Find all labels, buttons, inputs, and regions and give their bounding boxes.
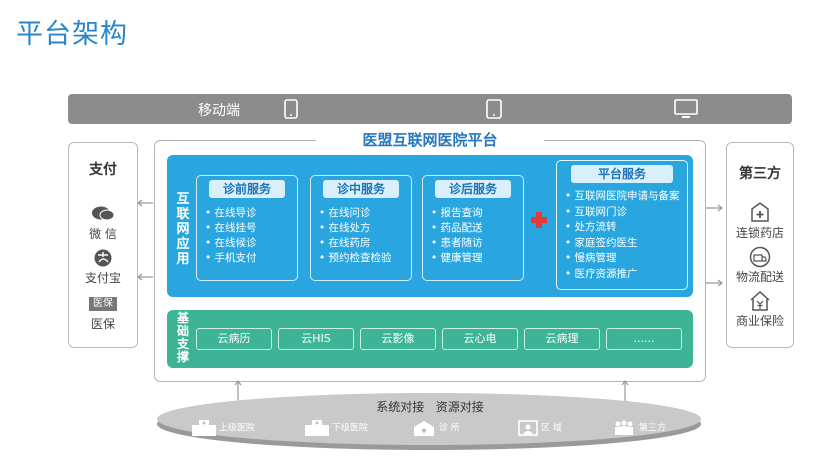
list-item: 在线导诊 [205, 206, 257, 221]
list-item: 互联网医院申请与备案 [565, 189, 680, 205]
mobile-label: 移动端 [198, 103, 240, 119]
payment-title: 支付 [89, 162, 117, 178]
wechat-label: 微 信 [89, 227, 117, 241]
card-platform-services: 平台服务 互联网医院申请与备案 互联网门诊 处方流转 家庭签约医生 慢病管理 医… [556, 160, 688, 290]
base-item: 云影像 [360, 328, 436, 350]
medical-insurance-icon: 医保 [89, 297, 117, 311]
base-support-panel [167, 310, 693, 368]
base-item: 云心电 [442, 328, 518, 350]
bottom-item-label: 诊 所 [438, 423, 460, 434]
list-item: 健康管理 [431, 251, 483, 266]
hospital-icon [305, 420, 329, 436]
monitor-icon [674, 99, 698, 118]
bottom-item-label: 下级医院 [331, 423, 368, 434]
list-item: 处方流转 [565, 220, 680, 236]
page-title: 平台架构 [16, 19, 128, 50]
card-list: 互联网医院申请与备案 互联网门诊 处方流转 家庭签约医生 慢病管理 医疗资源推广 [565, 189, 680, 282]
card-list: 在线导诊 在线挂号 在线候诊 手机支付 [205, 206, 257, 266]
base-vertical-label: 基础支撑 [176, 311, 189, 364]
card-in-diagnosis: 诊中服务 在线问诊 在线处方 在线药房 预约检查检验 [310, 175, 412, 281]
card-pre-diagnosis: 诊前服务 在线导诊 在线挂号 在线候诊 手机支付 [196, 175, 298, 281]
third-party-panel: 第三方 连锁药店 物流配送 商业保险 [726, 142, 794, 348]
hospital-icon [192, 420, 216, 436]
third-party-item: 第三方 [612, 420, 666, 436]
list-item: 患者随访 [431, 236, 483, 251]
card-title: 平台服务 [571, 165, 673, 183]
bottom-item-label: 区 域 [540, 423, 562, 434]
list-item: 在线候诊 [205, 236, 257, 251]
list-item: 家庭签约医生 [565, 236, 680, 252]
people-icon [615, 420, 633, 435]
list-item: 慢病管理 [565, 251, 680, 267]
higher-hospital-item: 上级医院 [192, 420, 255, 436]
list-item: 在线药房 [319, 236, 392, 251]
wechat-icon [92, 206, 115, 221]
card-title: 诊中服务 [323, 180, 399, 198]
integration-disc [157, 393, 701, 450]
right-arrow-icon [705, 204, 723, 212]
card-title: 诊后服务 [435, 180, 511, 198]
base-item: ...... [606, 328, 682, 350]
clinic-item: 诊 所 [412, 420, 460, 436]
integration-title: 系统对接 资源对接 [376, 400, 484, 414]
base-item: 云病理 [524, 328, 600, 350]
plus-icon [531, 212, 547, 228]
delivery-label: 物流配送 [735, 270, 784, 284]
list-item: 互联网门诊 [565, 205, 680, 221]
list-item: 药品配送 [431, 221, 483, 236]
list-item: 预约检查检验 [319, 251, 392, 266]
insurance-icon [750, 290, 770, 311]
region-item: 区 域 [518, 420, 562, 436]
card-list: 在线问诊 在线处方 在线药房 预约检查检验 [319, 206, 392, 266]
list-item: 手机支付 [205, 251, 257, 266]
card-list: 报告查询 药品配送 患者随访 健康管理 [431, 206, 483, 266]
mobile-bar: 移动端 [68, 94, 792, 124]
platform-title: 医盟互联网医院平台 [316, 129, 544, 151]
third-party-title: 第三方 [739, 166, 781, 182]
card-post-diagnosis: 诊后服务 报告查询 药品配送 患者随访 健康管理 [422, 175, 524, 281]
pharmacy-icon [751, 202, 769, 222]
bottom-item-label: 第三方 [638, 423, 666, 434]
left-arrow-icon [137, 199, 153, 207]
alipay-label: 支付宝 [84, 271, 121, 285]
clinic-icon [414, 421, 434, 436]
base-item: 云HIS [278, 328, 354, 350]
apps-vertical-label: 互联网应用 [176, 192, 190, 267]
list-item: 医疗资源推广 [565, 267, 680, 283]
list-item: 在线问诊 [319, 206, 392, 221]
insurance-label: 商业保险 [735, 314, 784, 328]
alipay-icon [94, 249, 112, 267]
left-arrow-icon [137, 273, 153, 281]
lower-hospital-item: 下级医院 [305, 420, 368, 436]
region-icon [518, 420, 538, 436]
medical-insurance-label: 医保 [90, 317, 115, 331]
card-title: 诊前服务 [209, 180, 285, 198]
right-arrow-icon [705, 279, 723, 287]
list-item: 在线挂号 [205, 221, 257, 236]
pharmacy-label: 连锁药店 [735, 226, 784, 240]
payment-panel: 支付 微 信 支付宝 医保 医保 [68, 142, 138, 348]
delivery-icon [749, 246, 771, 268]
tablet-icon [486, 99, 502, 119]
base-item: 云病历 [196, 328, 272, 350]
phone-icon [284, 99, 298, 119]
list-item: 报告查询 [431, 206, 483, 221]
bottom-item-label: 上级医院 [218, 423, 255, 434]
list-item: 在线处方 [319, 221, 392, 236]
